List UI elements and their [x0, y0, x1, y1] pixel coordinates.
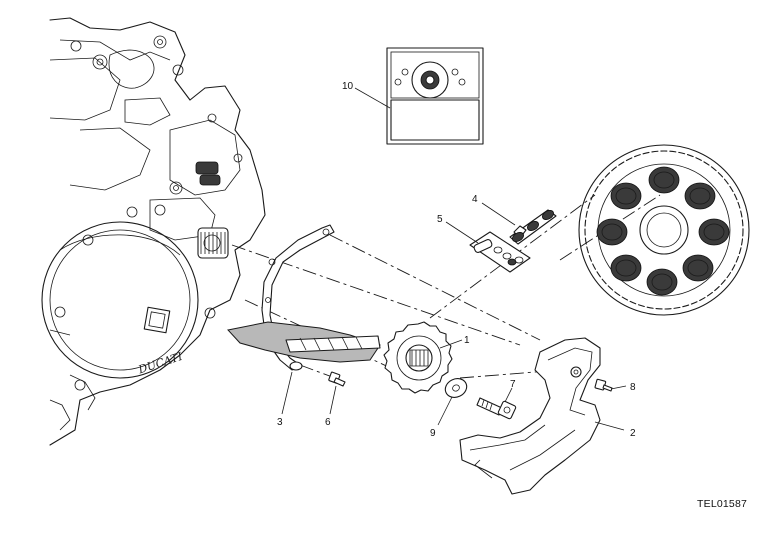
engine-case: DUCATI — [41, 17, 266, 446]
rear-sprocket — [578, 144, 750, 316]
diagram-reference-code: TEL01587 — [697, 498, 748, 510]
callout-7: 7 — [510, 379, 516, 390]
chain-master-link — [509, 209, 557, 245]
leader-lines — [281, 87, 627, 431]
washer-9 — [444, 378, 468, 398]
bolt-6 — [328, 371, 346, 387]
callout-5: 5 — [437, 214, 443, 225]
callout-6: 6 — [325, 417, 331, 428]
callout-3: 3 — [277, 417, 283, 428]
callout-10: 10 — [342, 81, 354, 92]
rear-sprocket-cutouts — [596, 166, 730, 296]
sprocket-kit-inset — [386, 47, 484, 145]
callout-labels: 1 2 3 4 5 6 7 8 9 10 — [277, 81, 636, 439]
callout-4: 4 — [472, 194, 478, 205]
chain-guide-bracket — [227, 224, 381, 371]
callout-9: 9 — [430, 428, 436, 439]
callout-1: 1 — [464, 335, 470, 346]
chain-clip-kit — [469, 231, 531, 273]
bolt-7 — [476, 397, 517, 420]
svg-text:DUCATI: DUCATI — [136, 350, 185, 377]
callout-8: 8 — [630, 382, 636, 393]
callout-2: 2 — [630, 428, 636, 439]
front-sprocket — [383, 321, 453, 394]
sprocket-cover — [459, 337, 601, 495]
bolt-8 — [594, 378, 613, 392]
